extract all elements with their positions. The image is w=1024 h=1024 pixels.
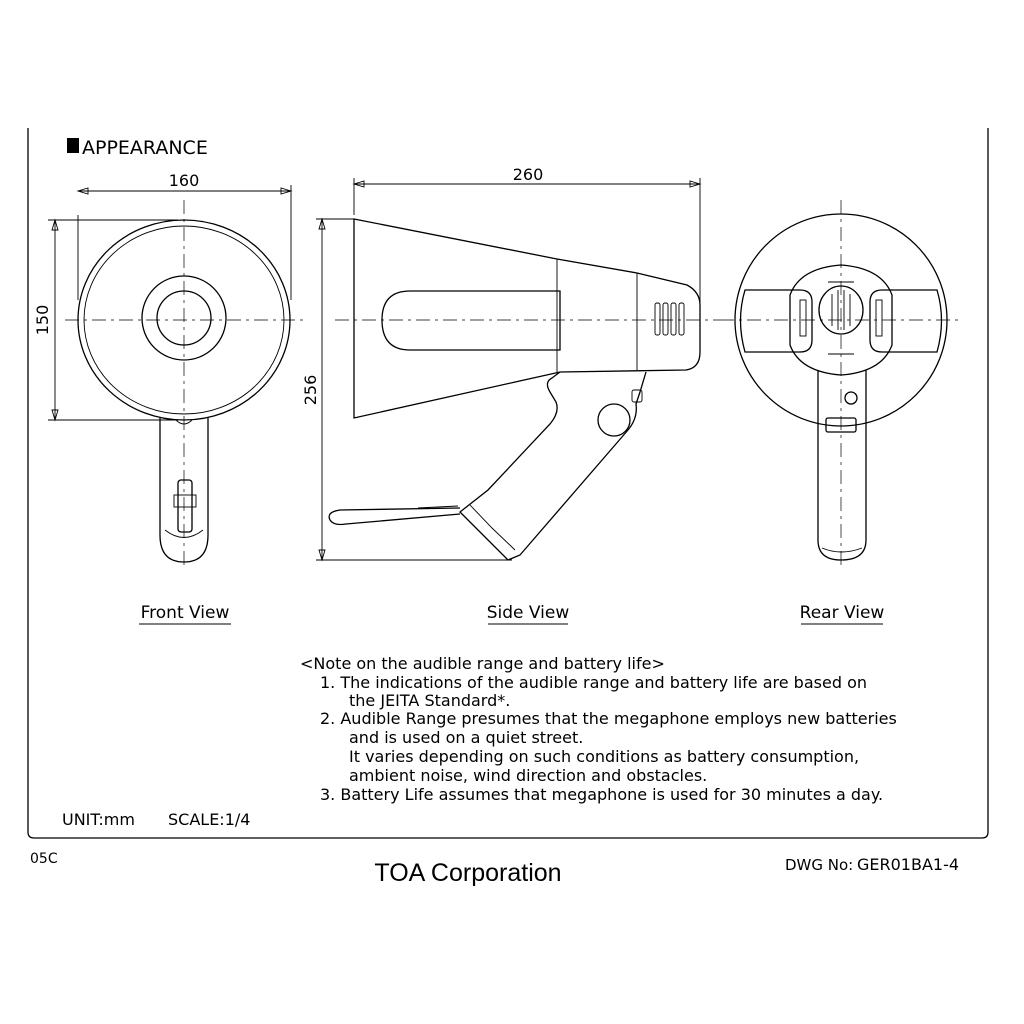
drawing-frame — [27, 128, 989, 839]
rear-view-drawing — [720, 200, 960, 570]
dwg-label: DWG No: — [785, 856, 853, 874]
side-view-drawing: 260 256 — [301, 165, 720, 562]
dwg-number: GER01BA1-4 — [857, 855, 959, 874]
dim-front-width: 160 — [169, 171, 200, 190]
note-line: ambient noise, wind direction and obstac… — [349, 766, 707, 785]
unit-label: UNIT:mm — [62, 810, 135, 829]
note-heading: <Note on the audible range and battery l… — [300, 654, 665, 673]
note-line: the JEITA Standard*. — [349, 691, 510, 710]
scale-label: SCALE:1/4 — [168, 810, 250, 829]
front-view-label: Front View — [141, 603, 230, 623]
side-view-label: Side View — [487, 603, 570, 623]
note-line: 2. Audible Range presumes that the megap… — [320, 709, 897, 728]
dim-front-height: 150 — [33, 305, 52, 336]
company-name: TOA Corporation — [374, 859, 561, 887]
note-line: and is used on a quiet street. — [349, 728, 583, 747]
rear-view-label: Rear View — [800, 603, 885, 623]
section-title: APPEARANCE — [82, 137, 208, 159]
section-bullet-icon — [67, 138, 79, 153]
dim-side-height: 256 — [301, 375, 320, 406]
note-line: 1. The indications of the audible range … — [320, 673, 867, 692]
note-line: 3. Battery Life assumes that megaphone i… — [320, 785, 883, 804]
sheet-code: 05C — [30, 851, 58, 867]
dim-side-length: 260 — [513, 165, 544, 184]
note-line: It varies depending on such conditions a… — [349, 747, 859, 766]
front-view-drawing: 160 150 — [33, 171, 305, 570]
